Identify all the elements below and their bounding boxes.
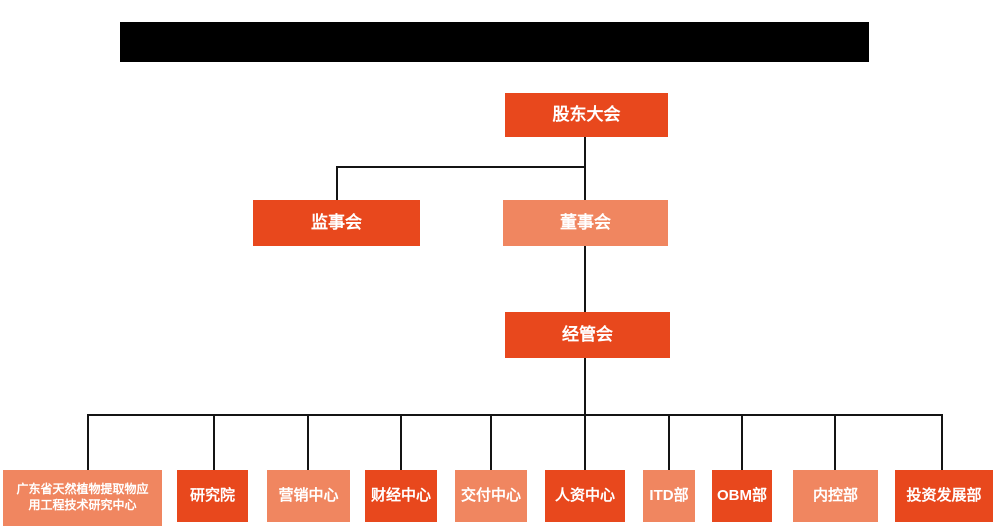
connector-line [490, 414, 492, 470]
node-management-committee: 经管会 [505, 312, 670, 358]
connector-line [668, 414, 670, 470]
node-department: ITD部 [643, 470, 695, 522]
node-department: 人资中心 [545, 470, 625, 522]
node-label: 董事会 [560, 212, 611, 232]
node-label: 人资中心 [554, 487, 615, 505]
connector-line [941, 414, 943, 470]
node-label: 广东省天然植物提取物应用工程技术研究中心 [16, 482, 149, 512]
node-department: 研究院 [177, 470, 248, 522]
connector-line [336, 166, 586, 168]
node-supervisory-board: 监事会 [253, 200, 420, 246]
connector-line [584, 166, 586, 200]
connector-line [87, 414, 943, 416]
node-label: 投资发展部 [906, 487, 982, 505]
redacted-title-bar [120, 22, 869, 62]
node-label: ITD部 [649, 487, 689, 505]
connector-line [400, 414, 402, 470]
connector-line [741, 414, 743, 470]
node-department: 内控部 [793, 470, 878, 522]
node-department: 投资发展部 [895, 470, 993, 522]
node-board-of-directors: 董事会 [503, 200, 668, 246]
connector-line [584, 414, 586, 470]
node-label: 监事会 [311, 212, 362, 232]
node-department: 营销中心 [267, 470, 350, 522]
connector-line [87, 414, 89, 470]
node-label: OBM部 [717, 487, 767, 505]
connector-line [584, 136, 586, 168]
node-label: 财经中心 [370, 487, 431, 505]
connector-line [307, 414, 309, 470]
connector-line [213, 414, 215, 470]
node-label: 营销中心 [278, 487, 339, 505]
node-department: 广东省天然植物提取物应用工程技术研究中心 [3, 470, 162, 526]
connector-line [834, 414, 836, 470]
connector-line [584, 246, 586, 312]
node-department: 财经中心 [365, 470, 437, 522]
node-label: 经管会 [562, 324, 613, 344]
node-label: 研究院 [189, 487, 235, 505]
node-label: 股东大会 [552, 104, 621, 124]
node-label: 内控部 [812, 487, 858, 505]
connector-line [336, 166, 338, 200]
node-label: 交付中心 [460, 487, 521, 505]
node-shareholders-meeting: 股东大会 [505, 93, 668, 137]
connector-line [584, 358, 586, 416]
node-department: 交付中心 [455, 470, 527, 522]
node-department: OBM部 [712, 470, 772, 522]
